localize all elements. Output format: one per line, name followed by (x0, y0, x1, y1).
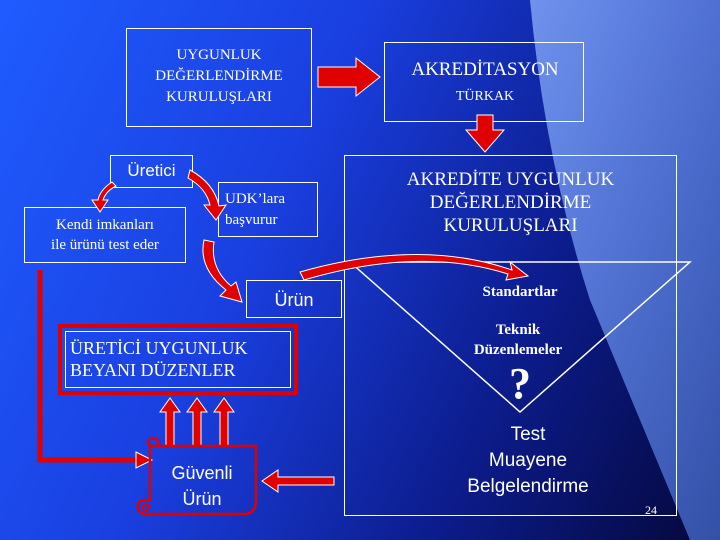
up-arrow-2 (186, 397, 208, 447)
arrow-urun-to-standartlar (299, 254, 530, 281)
turkak-label: TÜRKAK (455, 89, 515, 104)
guvenli-urun-label: Güvenli Ürün (150, 460, 254, 512)
teknik-duzenlemeler-label: Teknik Düzenlemeler (438, 320, 598, 360)
uygunluk-degerlendirme-box: UYGUNLUK DEĞERLENDİRME KURULUŞLARI (126, 28, 312, 127)
arrow-uretici-to-kendi (91, 181, 117, 213)
up-arrow-1 (159, 397, 181, 447)
urun-box: Ürün (246, 280, 342, 318)
arrow-uretici-to-udk (187, 169, 228, 221)
arrow-akredite-to-guvenli (261, 469, 335, 493)
test-line-2: Muayene (488, 450, 568, 471)
uygunluk-line-1: UYGUNLUK (176, 47, 262, 63)
akredite-line-1: AKREDİTE UYGUNLUK (406, 169, 615, 190)
arrow-to-akreditasyon (317, 56, 381, 98)
test-muayene-belgelendirme: Test Muayene Belgelendirme (438, 422, 618, 500)
standartlar-label: Standartlar (482, 284, 558, 300)
arrow-udk-to-urun (202, 239, 243, 303)
up-arrow-3 (213, 397, 235, 447)
akredite-line-2: DEĞERLENDİRME (429, 192, 592, 213)
uretici-label: Üretici (127, 161, 176, 180)
kendi-line-1: Kendi imkanları (56, 217, 154, 233)
inverted-triangle (348, 261, 692, 414)
uretici-beyan-box: ÜRETİCİ UYGUNLUK BEYANI DÜZENLER (58, 324, 298, 395)
urun-label: Ürün (274, 290, 314, 310)
uygunluk-line-2: DEĞERLENDİRME (155, 68, 283, 84)
akredite-title: AKREDİTE UYGUNLUK DEĞERLENDİRME KURULUŞL… (344, 168, 677, 237)
arrow-kendi-to-guvenli (37, 270, 138, 463)
arrow-down-to-akredite (464, 114, 506, 153)
udk-line-2: başvurur (225, 212, 278, 228)
akredite-line-3: KURULUŞLARI (443, 215, 578, 236)
page-number: 24 (645, 503, 657, 517)
beyan-line-2: BEYANI DÜZENLER (70, 360, 236, 380)
teknik-line-1: Teknik (495, 322, 541, 338)
akreditasyon-title: AKREDİTASYON (411, 59, 559, 80)
test-line-3: Belgelendirme (467, 476, 589, 497)
kendi-line-2: ile ürünü test eder (51, 237, 159, 253)
test-line-1: Test (510, 424, 546, 445)
kendi-imkanlari-box: Kendi imkanları ile ürünü test eder (24, 207, 186, 263)
guvenli-line-2: Ürün (182, 489, 222, 509)
teknik-line-2: Düzenlemeler (473, 342, 563, 358)
udk-line-1: UDK’lara (225, 191, 285, 207)
guvenli-urun-scroll (136, 444, 258, 516)
akredite-kuruluslar-box (344, 155, 677, 516)
beyan-line-1: ÜRETİCİ UYGUNLUK (70, 338, 248, 358)
question-mark: ? (509, 359, 531, 408)
guvenli-line-1: Güvenli (171, 463, 233, 483)
uygunluk-line-3: KURULUŞLARI (166, 89, 272, 105)
